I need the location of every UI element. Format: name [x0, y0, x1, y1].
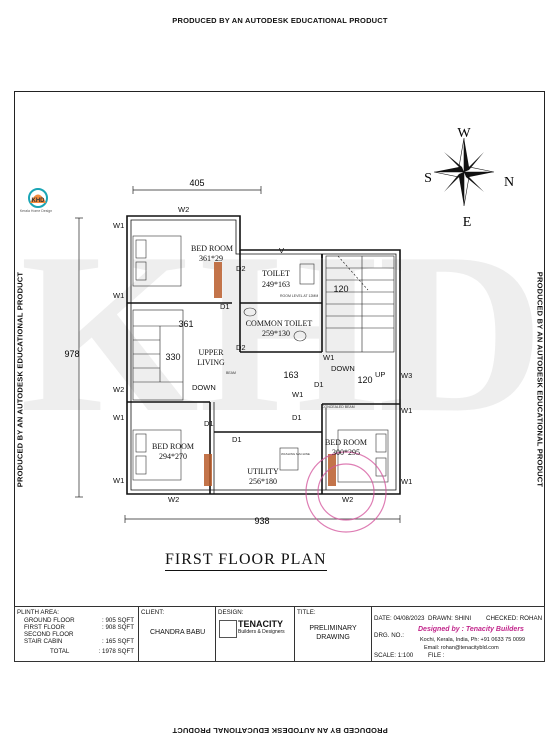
upper-living-name2: LIVING [197, 358, 225, 367]
tag-d1-e: D1 [232, 435, 242, 444]
tag-d2-a: D2 [236, 264, 246, 273]
beam-label: BEAM [226, 371, 236, 375]
khd-watermark: KHD [20, 205, 544, 460]
dim-passage: 163 [283, 370, 298, 380]
area-row: FIRST FLOOR: 908 SQFT [24, 624, 134, 632]
staircase-right [325, 255, 395, 353]
tag-d1-d: D1 [204, 419, 214, 428]
tag-w1-c: W1 [113, 413, 124, 422]
tag-w2-left: W2 [113, 385, 124, 394]
tag-w2-bottom-right: W2 [342, 495, 353, 504]
dim-bottom: 938 [254, 516, 269, 526]
tb-divider-2 [215, 606, 216, 662]
toilet-size: 249*163 [262, 280, 290, 289]
bedroom-left-size: 294*270 [159, 452, 187, 461]
tag-w1-a: W1 [113, 221, 124, 230]
tag-w2-bottom: W2 [168, 495, 179, 504]
dim-top: 405 [189, 178, 204, 188]
area-row: GROUND FLOOR: 905 SQFT [24, 617, 134, 624]
tag-w1-e: W1 [401, 406, 412, 415]
down-right: DOWN [331, 364, 355, 373]
utility-name: UTILITY [247, 467, 279, 476]
client-name: CHANDRA BABU [150, 629, 206, 636]
washing-machine-label: WASHING MACHINE [281, 452, 310, 456]
logo-icon: KHD Kerala Home Design [20, 188, 52, 213]
area-total-row: TOTAL: 1978 SQFT [50, 647, 134, 655]
down-left: DOWN [192, 383, 216, 392]
bedroom-right-name: BED ROOM [325, 438, 367, 447]
common-toilet-size: 259*130 [262, 329, 290, 338]
drawn-field: DRAWN: SHINI [428, 615, 472, 622]
company-sub: Builders & Designers [238, 629, 285, 635]
utility-size: 256*180 [249, 477, 277, 486]
upper-living-name: UPPER [199, 348, 225, 357]
furniture [132, 235, 389, 483]
tag-w1-d: W1 [113, 476, 124, 485]
title-label: TITLE: [297, 609, 316, 616]
svg-text:KHD: KHD [32, 198, 46, 204]
dim-left: 978 [64, 349, 79, 359]
dim-right-b: 120 [357, 375, 372, 385]
edu-notice-top: PRODUCED BY AN AUTODESK EDUCATIONAL PROD… [172, 16, 388, 25]
email-line: Email: rohan@tenacitybld.com [424, 645, 499, 651]
dim-stair-w: 361 [178, 319, 193, 329]
area-list: GROUND FLOOR: 905 SQFT FIRST FLOOR: 908 … [24, 617, 134, 655]
area-row: STAIR CABIN: 165 SQFT [24, 638, 134, 646]
room-level-note: ROOM LEVEL AT 12MM [280, 294, 318, 298]
area-row: SECOND FLOOR [24, 631, 74, 639]
company-name: TENACITY [238, 619, 283, 629]
title-block [14, 606, 545, 662]
compass-n-label: N [504, 175, 514, 190]
tb-divider-4 [371, 606, 372, 662]
tag-d2-b: D2 [236, 343, 246, 352]
checked-field: CHECKED: ROHAN [486, 615, 543, 622]
wardrobes [204, 262, 336, 486]
bedroom-left-name: BED ROOM [152, 442, 194, 451]
builder-stamp [305, 451, 387, 533]
drg-no-field: DRG. NO.: [374, 632, 404, 639]
tag-w3: W3 [401, 371, 412, 380]
title-line-2: DRAWING [316, 634, 350, 641]
tag-w1-b: W1 [113, 291, 124, 300]
toilet-name: TOILET [262, 269, 290, 278]
plinth-area-label: PLINTH AREA: [17, 609, 59, 616]
tenacity-logo-icon [219, 620, 237, 638]
location-line: Kochi, Kerala, India, Ph: +91 0633 75 00… [420, 637, 526, 643]
tb-divider-3 [294, 606, 295, 662]
tag-d1-c: D1 [292, 413, 302, 422]
plan-title: FIRST FLOOR PLAN [165, 551, 327, 571]
logo-caption: Kerala Home Design [20, 209, 52, 213]
dim-stair-h: 330 [165, 352, 180, 362]
bedroom-top-name: BED ROOM [191, 244, 233, 253]
tag-w1-g: W1 [323, 353, 334, 362]
tag-v: V [279, 246, 284, 255]
client-label: CLIENT: [141, 609, 165, 616]
scale-field: SCALE: 1:100 [374, 652, 414, 659]
compass-s-label: S [424, 171, 432, 186]
design-label: DESIGN: [218, 609, 244, 616]
date-field: DATE: 04/08/2023 [374, 615, 425, 622]
staircase-left [132, 309, 184, 401]
common-toilet-name: COMMON TOILET [246, 319, 313, 328]
file-field: FILE : [428, 652, 445, 659]
bedroom-top-size: 361*29 [199, 254, 223, 263]
compass-e-label: E [463, 215, 472, 230]
watermark-text: KHD [20, 205, 544, 460]
tag-w1-h: W1 [292, 390, 303, 399]
tb-divider-1 [138, 606, 139, 662]
concealed-beam-label: CONCEALED BEAM [322, 405, 355, 409]
tag-w1-f: W1 [401, 477, 412, 486]
designed-by: Designed by : Tenacity Builders [418, 626, 524, 633]
up-label: UP [375, 370, 385, 379]
compass-w-label: W [457, 126, 471, 141]
title-line-1: PRELIMINARY [309, 625, 357, 632]
tag-d1-a: D1 [220, 302, 230, 311]
dim-right-a: 120 [333, 284, 348, 294]
bedroom-right-size: 300*295 [332, 448, 360, 457]
compass-rose-icon [433, 137, 495, 207]
tag-w2-top: W2 [178, 205, 189, 214]
tag-d1-b: D1 [314, 380, 324, 389]
